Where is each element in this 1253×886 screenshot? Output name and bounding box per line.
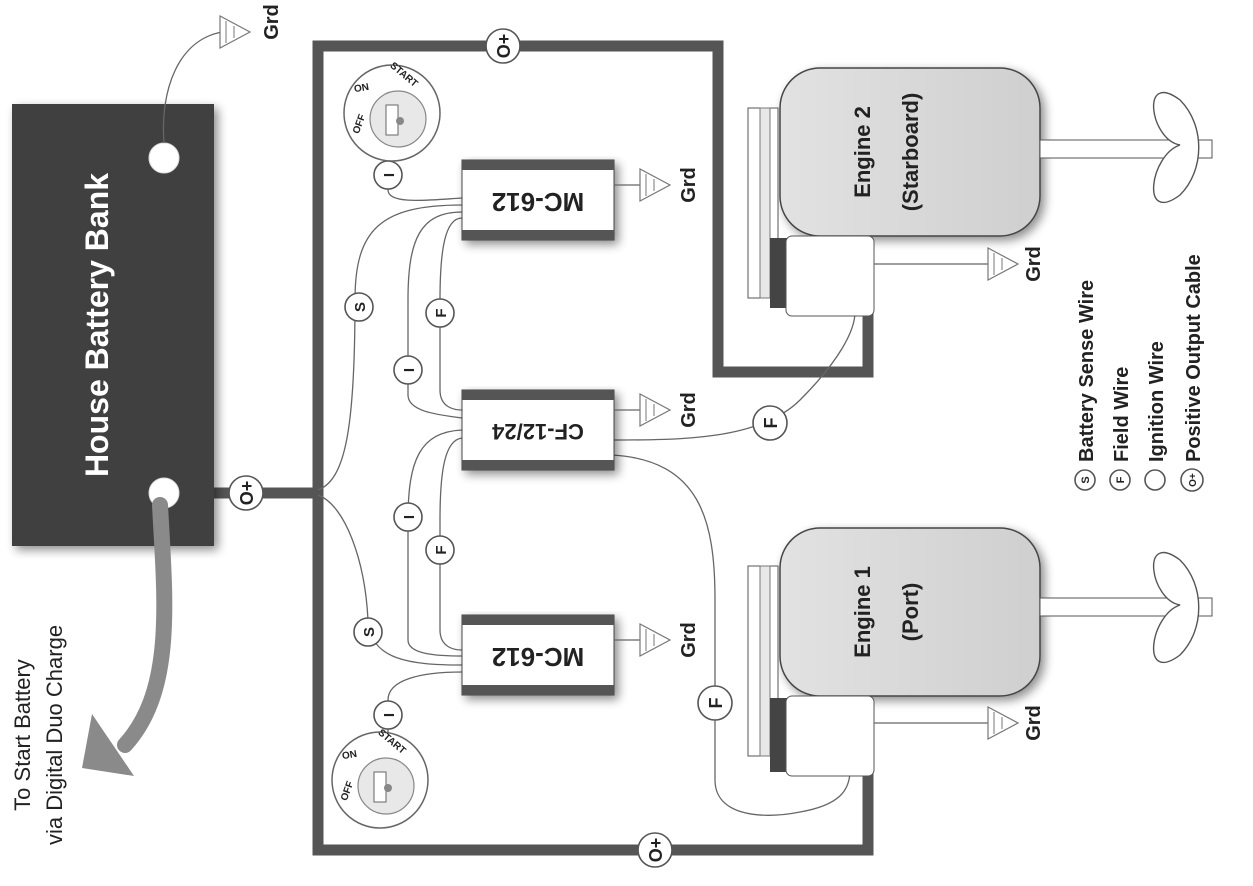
start-battery-arrow	[82, 497, 173, 776]
ignition-marker	[373, 700, 403, 730]
switch-bottom-on: ON	[341, 749, 358, 762]
start-battery-note-line2: via Digital Duo Charge	[42, 625, 67, 845]
legend-item-ignition: Ignition Wire	[1144, 341, 1168, 491]
engine-1-line1: Engine 1	[850, 566, 875, 658]
ignition-marker-mid1-text: I	[401, 368, 418, 372]
legend-item-positive: O+ Positive Output Cable	[1180, 254, 1205, 492]
legend-item-ignition-label: Ignition Wire	[1146, 341, 1168, 462]
sense-marker-bottom-text: S	[361, 627, 378, 637]
field-marker-engine1-text: F	[706, 698, 726, 709]
ignition-marker-bottom-text: I	[381, 713, 398, 717]
positive-marker-top-label: O+	[494, 34, 514, 59]
legend-item-positive-label: Positive Output Cable	[1183, 254, 1205, 462]
device-mc-top	[461, 159, 615, 241]
ignition-marker	[393, 355, 423, 385]
field-marker	[425, 535, 455, 565]
alternator-2-ground-label: Grd	[1023, 246, 1045, 282]
legend-item-positive-symbol: O+	[1188, 473, 1199, 487]
field-marker-top-text: F	[433, 308, 450, 317]
sense-marker-top-text: S	[352, 302, 369, 312]
device-mc-bottom	[461, 614, 615, 696]
field-marker	[425, 298, 455, 328]
device-grounds: Grd Grd Grd	[614, 167, 700, 658]
positive-marker-battery: O+	[228, 475, 264, 511]
device-mc-top-label: MC-612	[492, 187, 584, 217]
positive-marker-bottom: O+	[637, 832, 673, 868]
battery-ground-label: Grd	[261, 4, 283, 40]
wire-markers: I S I F I F S I F F	[344, 160, 788, 730]
alternator-1	[785, 695, 875, 777]
engine-2-line1: Engine 2	[850, 106, 875, 198]
legend-item-sense-symbol: S	[1080, 476, 1092, 483]
battery-terminal-negative	[148, 142, 180, 174]
legend-item-field-label: Field Wire	[1111, 367, 1133, 462]
ignition-switch-top: OFF ON START	[343, 60, 441, 162]
positive-marker-bottom-label: O+	[646, 838, 666, 863]
battery-label: House Battery Bank	[79, 173, 115, 477]
legend: S Battery Sense Wire F Field Wire Igniti…	[1074, 254, 1205, 492]
sense-marker	[353, 617, 383, 647]
engine-1-line2: (Port)	[898, 583, 923, 642]
cf-ground-label: Grd	[678, 392, 700, 428]
positive-marker-battery-label: O+	[237, 481, 257, 506]
engine-2: Grd	[747, 67, 1213, 317]
propeller-icon	[1152, 551, 1200, 664]
device-cf	[461, 389, 615, 471]
field-marker-engine2-text: F	[761, 418, 781, 429]
positive-marker-top: O+	[485, 28, 521, 64]
switch-top-on: ON	[353, 82, 370, 95]
house-battery-bank: House Battery Bank	[12, 104, 214, 546]
field-marker	[752, 405, 788, 441]
ignition-marker	[393, 502, 423, 532]
engine-2-line2: (Starboard)	[898, 93, 923, 212]
device-cf-label: CF-12/24	[491, 419, 583, 444]
device-mc-bottom-label: MC-612	[492, 642, 584, 672]
mc-bottom-ground-label: Grd	[678, 622, 700, 658]
ignition-switch-bottom: OFF ON START	[331, 727, 429, 829]
propeller-icon	[1152, 91, 1200, 204]
alternator-2	[785, 235, 875, 317]
engine-1: Grd	[747, 527, 1213, 777]
ignition-marker-mid2-text: I	[401, 515, 418, 519]
legend-item-field: F Field Wire	[1109, 367, 1133, 491]
start-battery-note-line1: To Start Battery	[10, 659, 35, 811]
legend-item-sense: S Battery Sense Wire	[1074, 280, 1098, 491]
battery-ground: Grd	[162, 4, 283, 144]
field-marker	[697, 685, 733, 721]
alternator-1-ground-label: Grd	[1023, 705, 1045, 741]
legend-item-field-symbol: F	[1115, 476, 1127, 483]
ignition-marker-top-text: I	[381, 173, 398, 177]
field-marker-mid-text: F	[433, 545, 450, 554]
mc-top-ground-label: Grd	[678, 167, 700, 203]
legend-item-sense-label: Battery Sense Wire	[1076, 280, 1098, 462]
sense-marker	[344, 292, 374, 322]
